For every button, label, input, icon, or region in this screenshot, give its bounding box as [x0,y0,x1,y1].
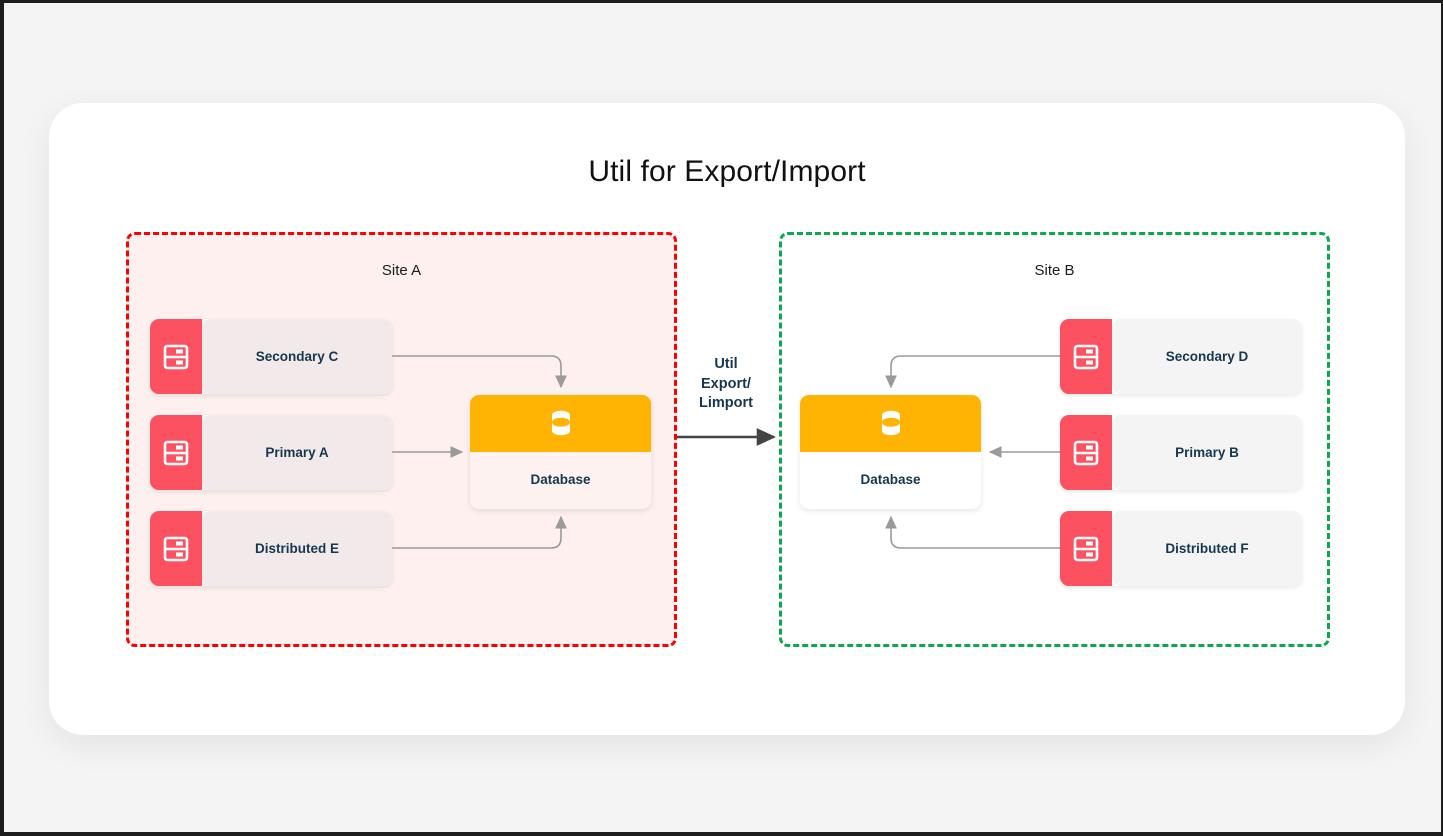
node-label: Distributed E [202,511,392,586]
server-icon [1060,319,1112,394]
server-icon [150,511,202,586]
node-distributed-f[interactable]: Distributed F [1060,511,1302,586]
site-a-label: Site A [381,262,422,279]
site-b-label: Site B [1034,262,1075,279]
server-icon-glyph [1073,536,1099,561]
server-icon [1060,511,1112,586]
server-icon-glyph [1073,344,1099,369]
server-icon [150,415,202,490]
server-icon-glyph [163,344,189,369]
node-distributed-e[interactable]: Distributed E [150,511,392,586]
transfer-label-line-2: Export/ [701,375,751,392]
node-secondary-c[interactable]: Secondary C [150,319,392,394]
transfer-label-line-1: Util [714,356,738,372]
page-title: Util for Export/Import [588,155,866,188]
node-label: Distributed F [1112,511,1302,586]
server-icon-glyph [1073,440,1099,465]
server-icon [1060,415,1112,490]
node-primary-b[interactable]: Primary B [1060,415,1302,490]
database-cylinder-icon [800,395,981,452]
server-icon-glyph [163,536,189,561]
node-primary-a[interactable]: Primary A [150,415,392,490]
transfer-label-line-3: Limport [699,395,753,411]
database-label: Database [470,452,651,509]
node-label: Primary B [1112,415,1302,490]
database-cylinder-icon [470,395,651,452]
server-icon-glyph [163,440,189,465]
database-site-a[interactable]: Database [470,395,651,509]
page-surface: Util for Export/Import Site A Secondary … [4,3,1441,832]
database-site-b[interactable]: Database [800,395,981,509]
database-cylinder-glyph [881,410,900,435]
database-cylinder-glyph [551,410,570,435]
database-label: Database [800,452,981,509]
node-label: Secondary C [202,319,392,394]
node-label: Secondary D [1112,319,1302,394]
node-secondary-d[interactable]: Secondary D [1060,319,1302,394]
node-label: Primary A [202,415,392,490]
server-icon [150,319,202,394]
transfer-label: Util Export/ Limport [676,355,776,414]
